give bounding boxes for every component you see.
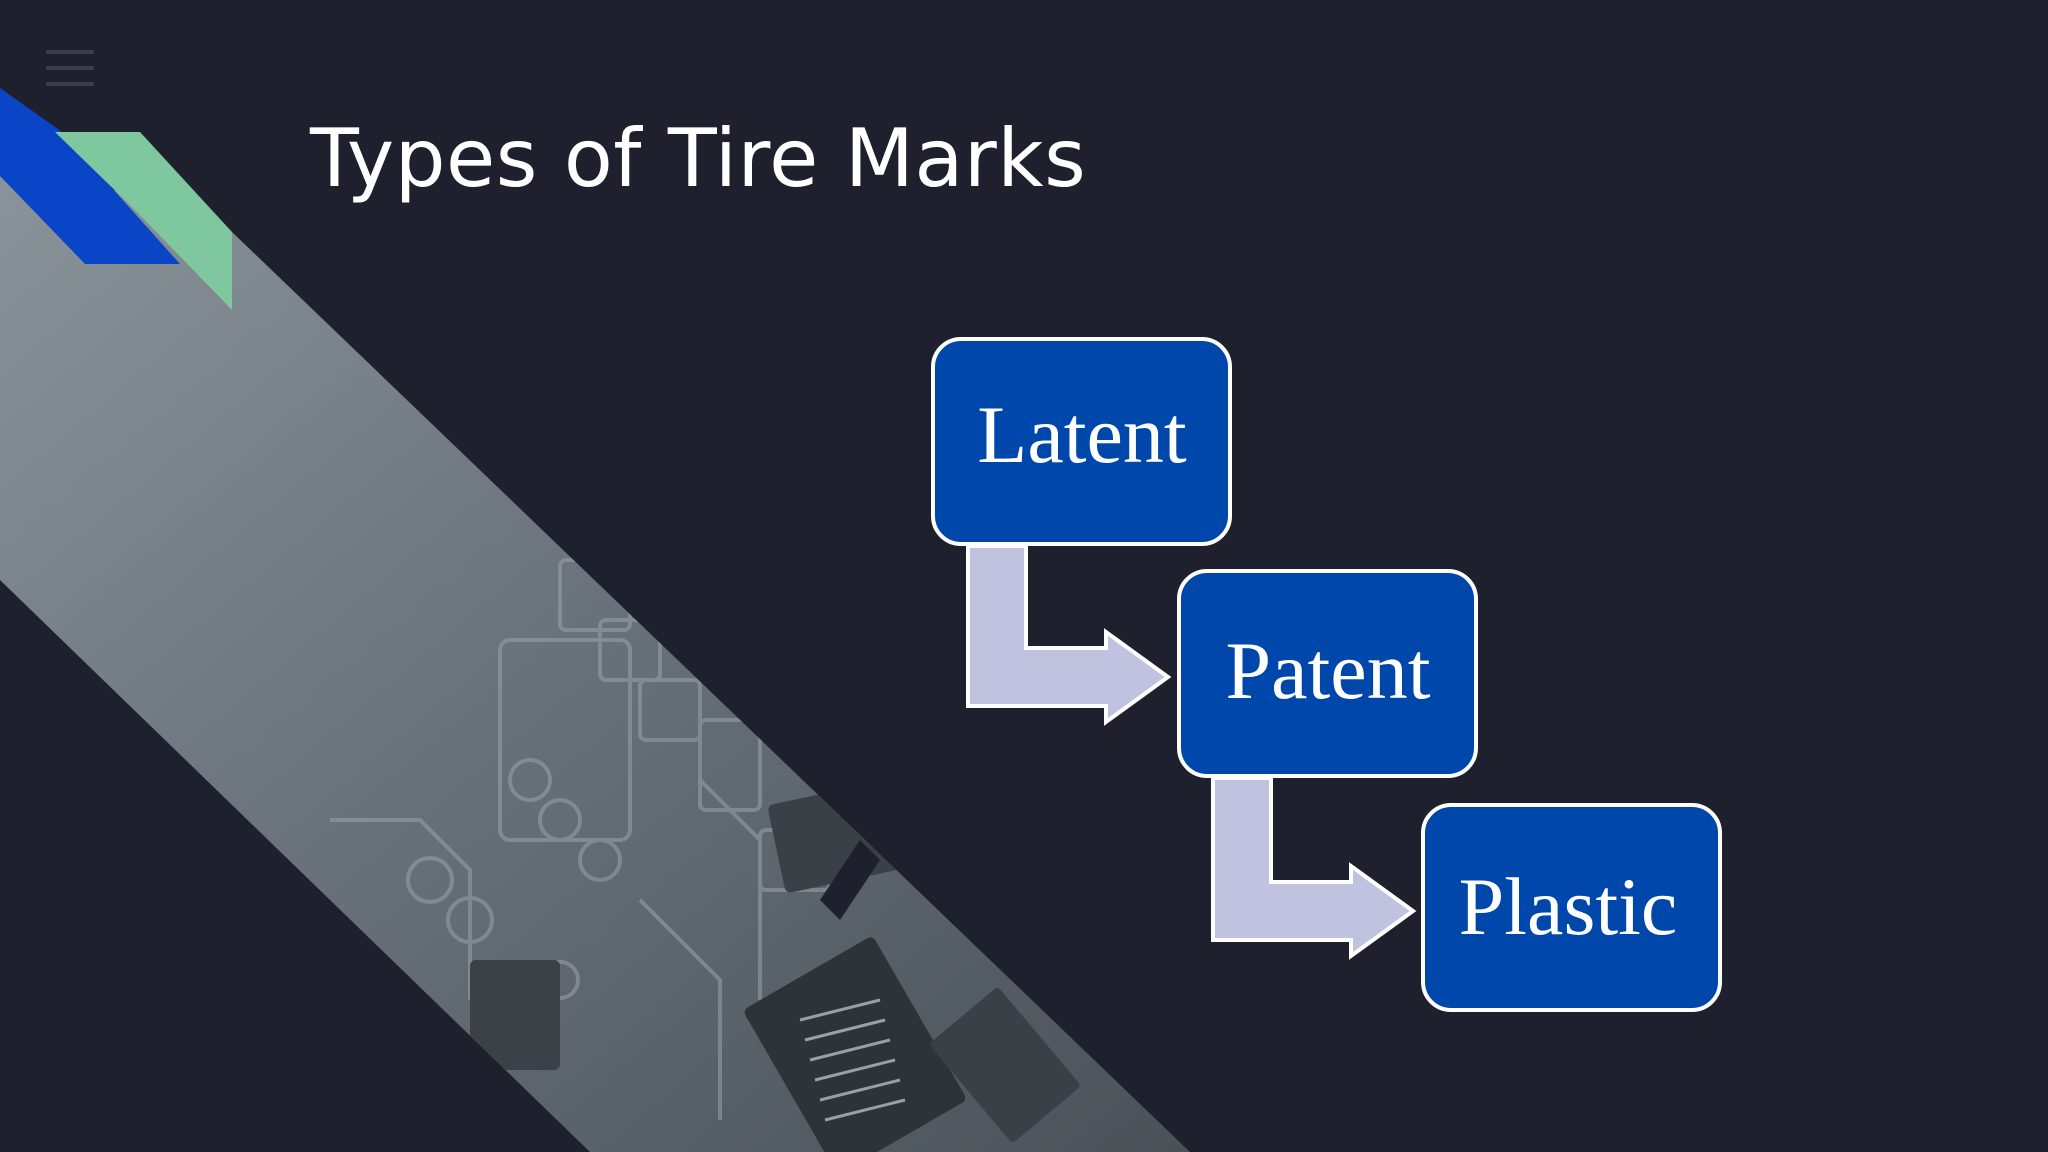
arrow-latent-to-patent [966,544,1172,726]
slide-title: Types of Tire Marks [310,112,1087,205]
step-label: Latent [977,389,1187,480]
hamburger-menu-icon[interactable] [44,48,98,88]
circuit-board-photo [0,150,1190,1152]
menu-line [46,50,94,54]
arrow-patent-to-plastic [1211,776,1417,960]
step-label: Plastic [1459,861,1678,952]
menu-line [46,82,94,86]
step-box-patent: Patent [1177,569,1478,778]
blue-accent-shape [0,88,180,264]
step-box-latent: Latent [931,337,1232,546]
step-box-plastic: Plastic [1421,803,1722,1012]
green-accent-shape [55,132,232,310]
menu-line [46,66,94,70]
step-label: Patent [1226,625,1431,716]
